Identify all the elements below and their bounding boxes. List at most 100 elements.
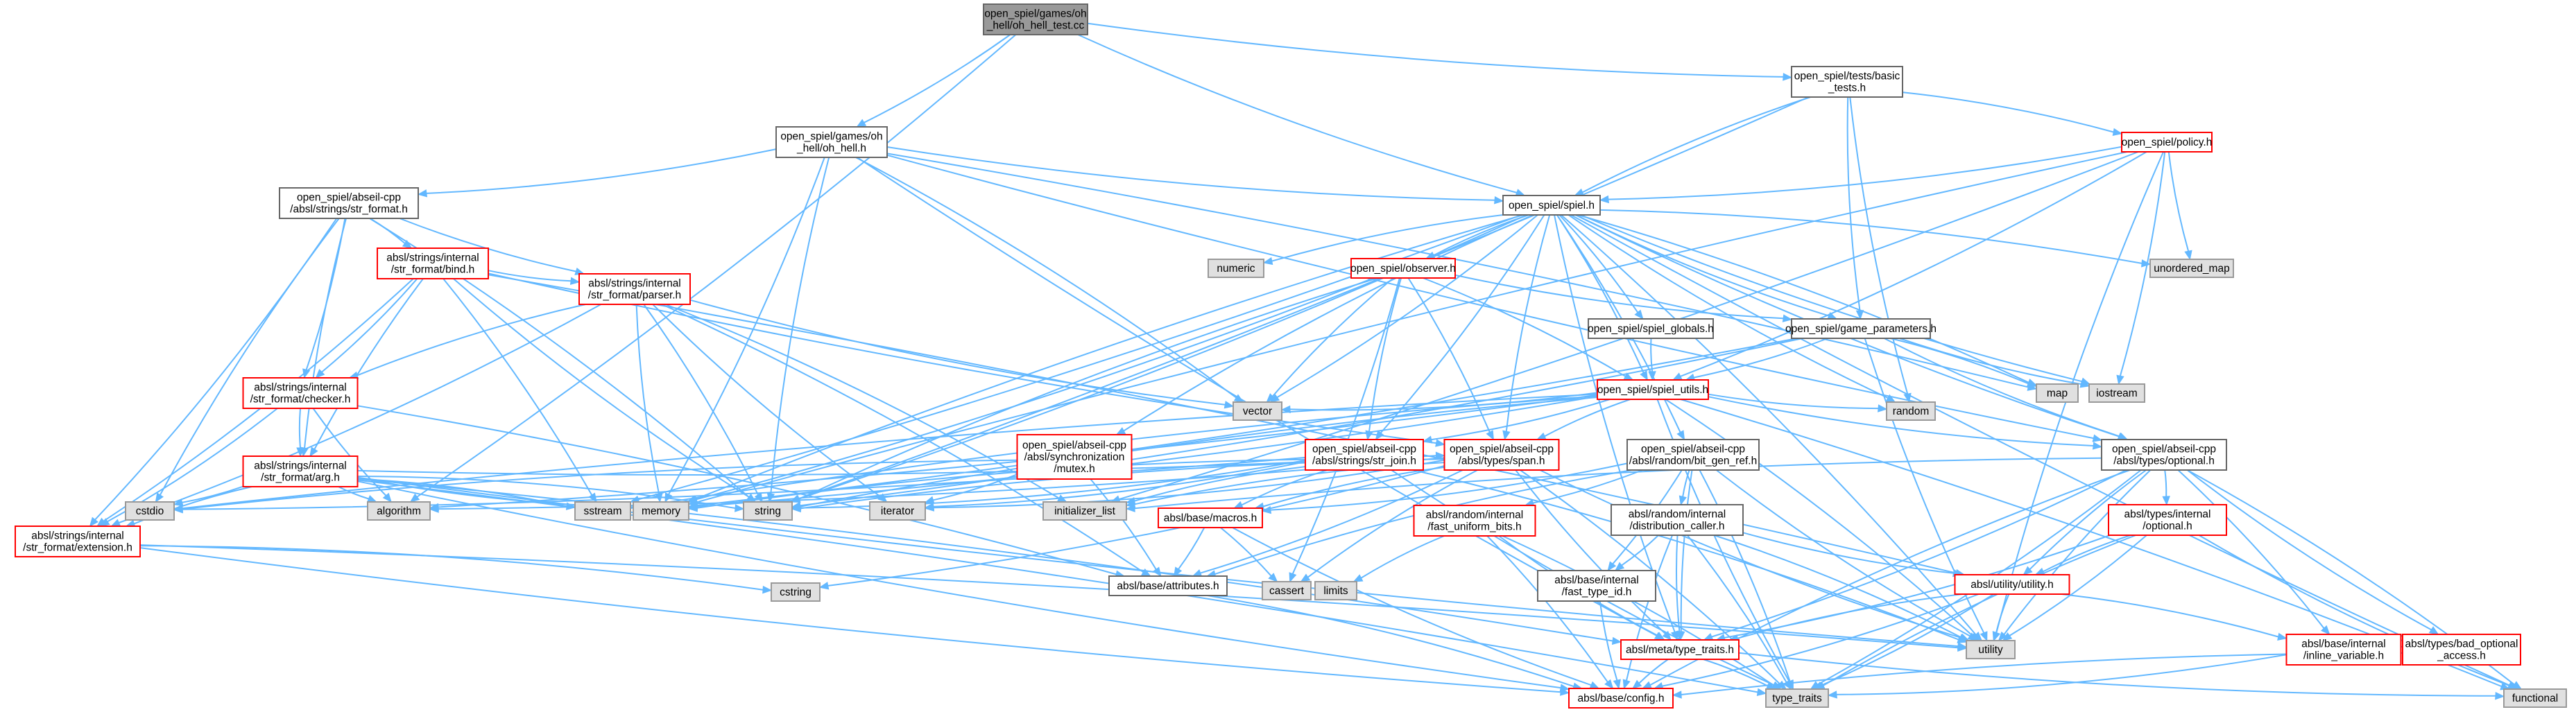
dependency-edge-str_join-cstdio bbox=[173, 456, 1306, 514]
node-span-h[interactable]: open_spiel/abseil-cpp/absl/types/span.h bbox=[1443, 439, 1560, 471]
dependency-edge-parser_h-extension_h bbox=[110, 304, 601, 527]
node-label: iterator bbox=[881, 505, 914, 517]
node-label: open_spiel/abseil-cpp bbox=[2112, 444, 2216, 455]
node-root[interactable]: open_spiel/games/oh_hell/oh_hell_test.cc bbox=[983, 3, 1088, 35]
node-fast-type-id[interactable]: absl/base/internal/fast_type_id.h bbox=[1537, 570, 1656, 602]
node-extension-h[interactable]: absl/strings/internal/str_format/extensi… bbox=[15, 526, 141, 557]
dependency-edge-macros_h-attributes_h bbox=[1174, 527, 1205, 578]
node-bit-gen-ref[interactable]: open_spiel/abseil-cpp/absl/random/bit_ge… bbox=[1626, 439, 1760, 471]
node-type-traits-h[interactable]: absl/meta/type_traits.h bbox=[1620, 639, 1740, 660]
edges-layer bbox=[89, 22, 2523, 700]
node-label: open_spiel/policy.h bbox=[2122, 137, 2213, 148]
node-optional-h[interactable]: open_spiel/abseil-cpp/absl/types/optiona… bbox=[2101, 439, 2227, 471]
dependency-edge-dist_caller-type_traits_h bbox=[1675, 535, 1684, 641]
node-label: open_spiel/game_parameters.h bbox=[1785, 323, 1937, 335]
node-inline-variable[interactable]: absl/base/internal/inline_variable.h bbox=[2285, 634, 2402, 666]
node-sstream: sstream bbox=[574, 501, 631, 521]
node-spiel-globals[interactable]: open_spiel/spiel_globals.h bbox=[1588, 318, 1714, 339]
node-label: _access.h bbox=[2437, 650, 2486, 662]
dependency-edge-dist_caller-config_h bbox=[1622, 535, 1674, 690]
node-label: absl/strings/internal bbox=[254, 382, 347, 394]
node-label: /absl/strings/str_join.h bbox=[1312, 455, 1416, 467]
node-label: absl/base/attributes.h bbox=[1117, 580, 1219, 592]
node-label: absl/meta/type_traits.h bbox=[1626, 644, 1734, 656]
node-label: absl/strings/internal bbox=[31, 530, 124, 542]
dependency-edge-observer_h-vector bbox=[1266, 277, 1394, 403]
node-initializer-list: initializer_list bbox=[1042, 501, 1127, 521]
dependency-edge-parser_h-checker_h bbox=[348, 304, 586, 379]
node-label: map bbox=[2047, 388, 2068, 399]
dependency-edge-policy_h-spiel_h bbox=[1599, 146, 2122, 204]
node-bind-h[interactable]: absl/strings/internal/str_format/bind.h bbox=[377, 248, 489, 279]
dependency-edge-extension_h-cstring bbox=[139, 545, 773, 594]
dependency-edge-fast_uniform-config_h bbox=[1486, 535, 1614, 690]
dependency-edge-inline_variable-type_traits bbox=[1827, 654, 2287, 699]
node-label: absl/base/internal bbox=[1554, 575, 1639, 587]
dependency-edge-attributes_h-config_h bbox=[1207, 595, 1583, 691]
node-types-optional[interactable]: absl/types/internal/optional.h bbox=[2108, 504, 2227, 536]
node-config-h[interactable]: absl/base/config.h bbox=[1568, 688, 1674, 709]
node-label: absl/base/internal bbox=[2301, 639, 2386, 650]
node-label: unordered_map bbox=[2154, 263, 2229, 275]
node-str-join[interactable]: open_spiel/abseil-cpp/absl/strings/str_j… bbox=[1305, 439, 1424, 471]
node-str-format[interactable]: open_spiel/abseil-cpp/absl/strings/str_f… bbox=[279, 187, 419, 219]
node-observer-h[interactable]: open_spiel/observer.h bbox=[1350, 258, 1456, 279]
dependency-edge-optional_h-initializer_list bbox=[1125, 457, 2102, 512]
dependency-edge-policy_h-spiel_utils bbox=[1672, 151, 2147, 381]
node-label: open_spiel/abseil-cpp bbox=[1450, 444, 1554, 455]
dependency-edge-spiel_utils-optional_h bbox=[1708, 396, 2103, 450]
node-macros-h[interactable]: absl/base/macros.h bbox=[1158, 507, 1263, 528]
node-label: limits bbox=[1323, 585, 1348, 597]
node-dist-caller[interactable]: absl/random/internal/distribution_caller… bbox=[1611, 504, 1744, 536]
node-label: string bbox=[755, 505, 781, 517]
node-fast-uniform[interactable]: absl/random/internal/fast_uniform_bits.h bbox=[1413, 505, 1536, 537]
node-label: cstring bbox=[780, 587, 812, 598]
node-parser-h[interactable]: absl/strings/internal/str_format/parser.… bbox=[578, 273, 691, 305]
node-tests-basic[interactable]: open_spiel/tests/basic_tests.h bbox=[1791, 66, 1903, 98]
node-label: absl/strings/internal bbox=[588, 278, 681, 290]
node-mutex-h[interactable]: open_spiel/abseil-cpp/absl/synchronizati… bbox=[1016, 434, 1133, 480]
node-utility-h[interactable]: absl/utility/utility.h bbox=[1954, 574, 2070, 595]
dependency-edge-spiel_utils-random bbox=[1708, 393, 1888, 413]
dependency-edge-optional_h-types_optional bbox=[2162, 469, 2170, 506]
dependency-edge-utility_h-type_traits_h bbox=[1728, 593, 1963, 643]
node-label: absl/random/internal bbox=[1426, 510, 1523, 521]
dependency-edge-tests_basic-policy_h bbox=[1902, 92, 2123, 137]
node-label: iostream bbox=[2096, 388, 2137, 399]
dependency-edge-optional_h-utility_h bbox=[2023, 469, 2147, 575]
node-label: _tests.h bbox=[1828, 83, 1866, 94]
node-cstdio: cstdio bbox=[125, 501, 175, 521]
dependency-edge-observer_h-cassert bbox=[1289, 277, 1400, 583]
dependency-edge-type_traits_h-functional bbox=[1738, 652, 2505, 700]
node-limits: limits bbox=[1314, 581, 1357, 600]
node-attributes-h[interactable]: absl/base/attributes.h bbox=[1108, 575, 1228, 596]
dependency-edge-oh_hell_h-map bbox=[886, 153, 2038, 391]
node-label: /absl/types/optional.h bbox=[2113, 455, 2215, 467]
dependency-edge-bit_gen_ref-fast_uniform bbox=[1524, 469, 1643, 507]
node-arg-h[interactable]: absl/strings/internal/str_format/arg.h bbox=[242, 455, 359, 487]
node-label: type_traits bbox=[1772, 693, 1822, 704]
node-game-params[interactable]: open_spiel/game_parameters.h bbox=[1785, 318, 1937, 339]
dependency-edge-str_join-memory bbox=[687, 458, 1306, 512]
node-policy-h[interactable]: open_spiel/policy.h bbox=[2121, 132, 2213, 153]
node-label: open_spiel/abseil-cpp bbox=[297, 192, 401, 204]
dependency-edge-str_join-macros_h bbox=[1233, 469, 1328, 509]
node-unordered-map: unordered_map bbox=[2149, 259, 2234, 278]
node-type-traits: type_traits bbox=[1765, 688, 1829, 708]
node-checker-h[interactable]: absl/strings/internal/str_format/checker… bbox=[242, 377, 359, 409]
node-iterator: iterator bbox=[869, 501, 926, 521]
dependency-edge-spiel_utils-vector bbox=[1280, 392, 1598, 414]
node-bad-optional[interactable]: absl/types/bad_optional_access.h bbox=[2402, 634, 2521, 666]
node-label: _hell/oh_hell_test.cc bbox=[986, 20, 1085, 32]
dependency-edge-root-oh_hell_h bbox=[856, 34, 1011, 128]
dependency-edge-dist_caller-fast_type_id bbox=[1614, 535, 1659, 571]
dependency-edge-parser_h-vector bbox=[689, 299, 1235, 409]
node-spiel-h[interactable]: open_spiel/spiel.h bbox=[1502, 195, 1601, 216]
node-label: absl/random/internal bbox=[1629, 509, 1726, 521]
node-label: /fast_uniform_bits.h bbox=[1427, 521, 1521, 533]
node-oh-hell-h[interactable]: open_spiel/games/oh_hell/oh_hell.h bbox=[775, 126, 888, 158]
node-label: absl/base/macros.h bbox=[1164, 512, 1257, 524]
node-spiel-utils[interactable]: open_spiel/spiel_utils.h bbox=[1597, 379, 1709, 400]
dependency-edge-types_optional-functional bbox=[2198, 535, 2518, 690]
